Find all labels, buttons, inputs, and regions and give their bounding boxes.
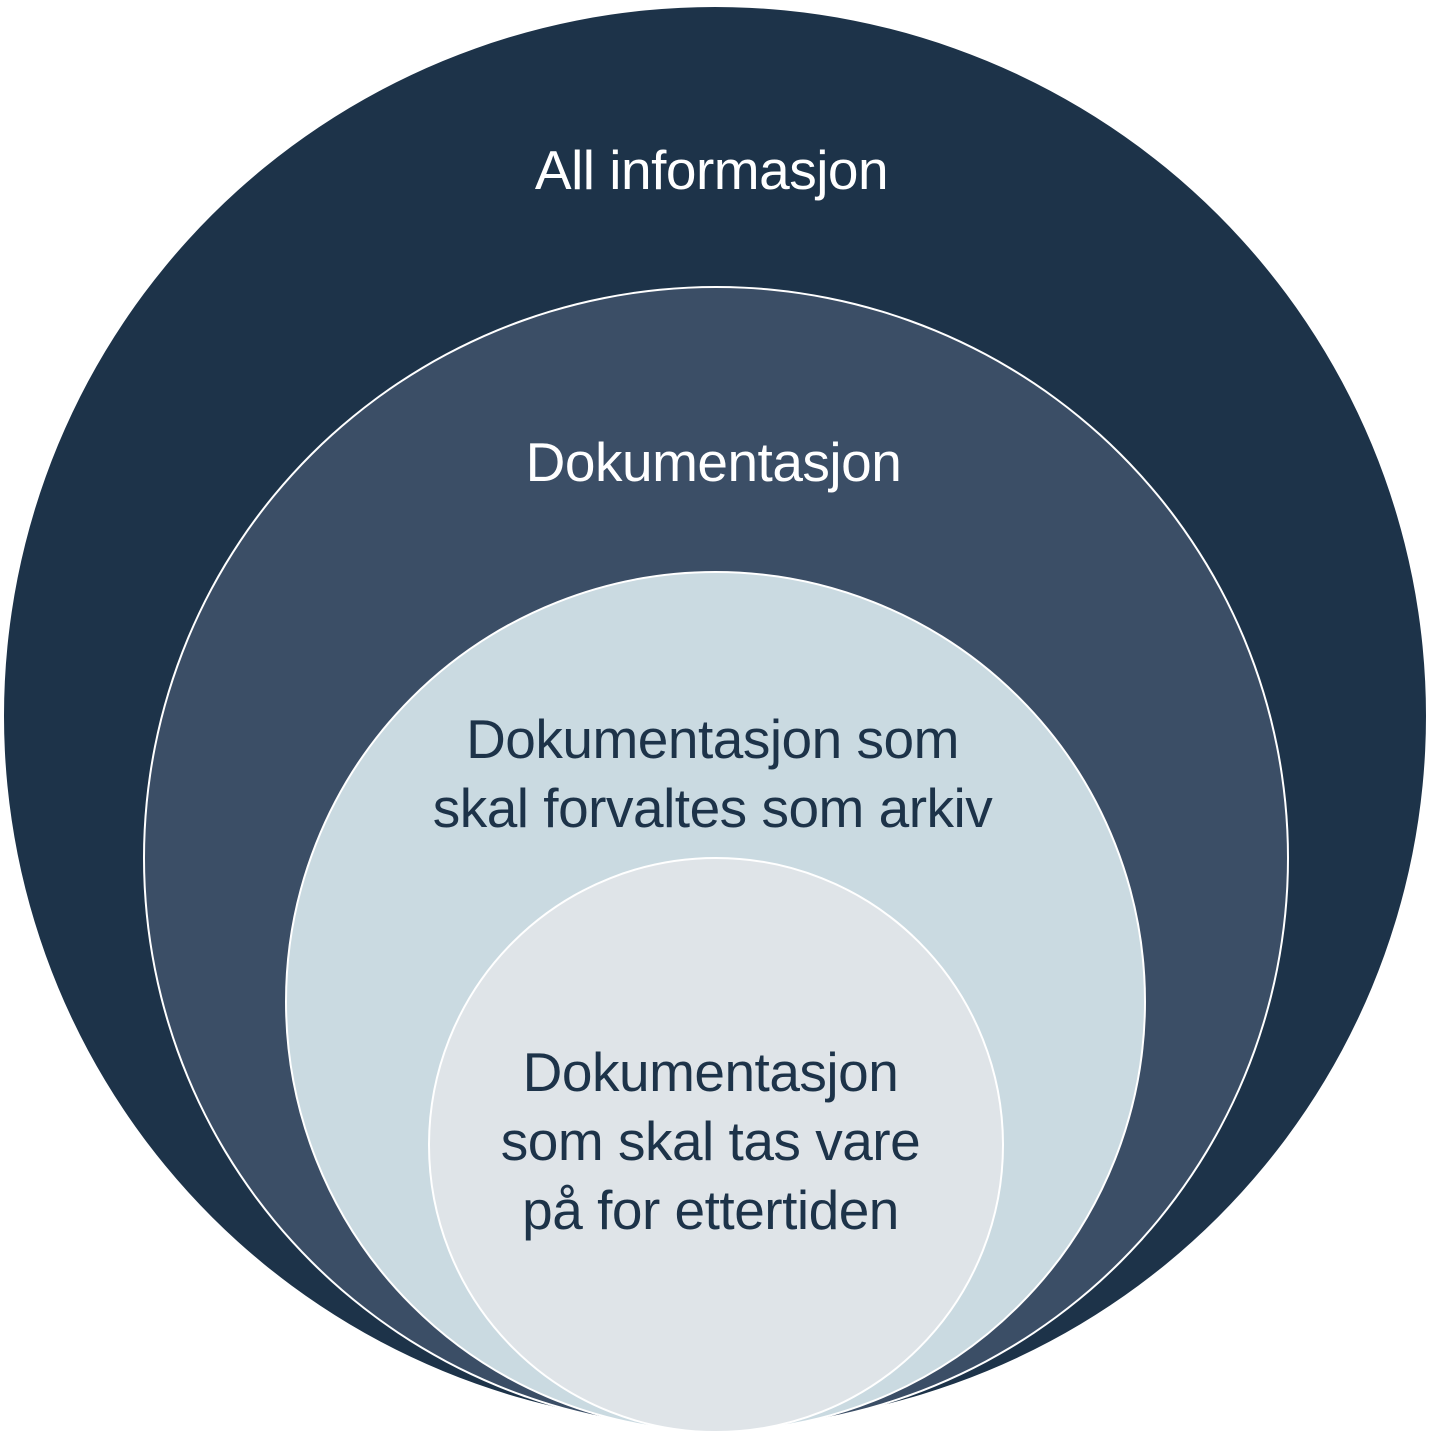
circle-preserved-documentation	[428, 857, 1004, 1431]
label-documentation: Dokumentasjon	[525, 431, 902, 493]
label-archive-documentation: Dokumentasjon som skal forvaltes som ark…	[432, 708, 993, 839]
label-all-information: All informasjon	[534, 139, 889, 201]
label-preserved-documentation: Dokumentasjon som skal tas vare på for e…	[500, 1041, 921, 1241]
